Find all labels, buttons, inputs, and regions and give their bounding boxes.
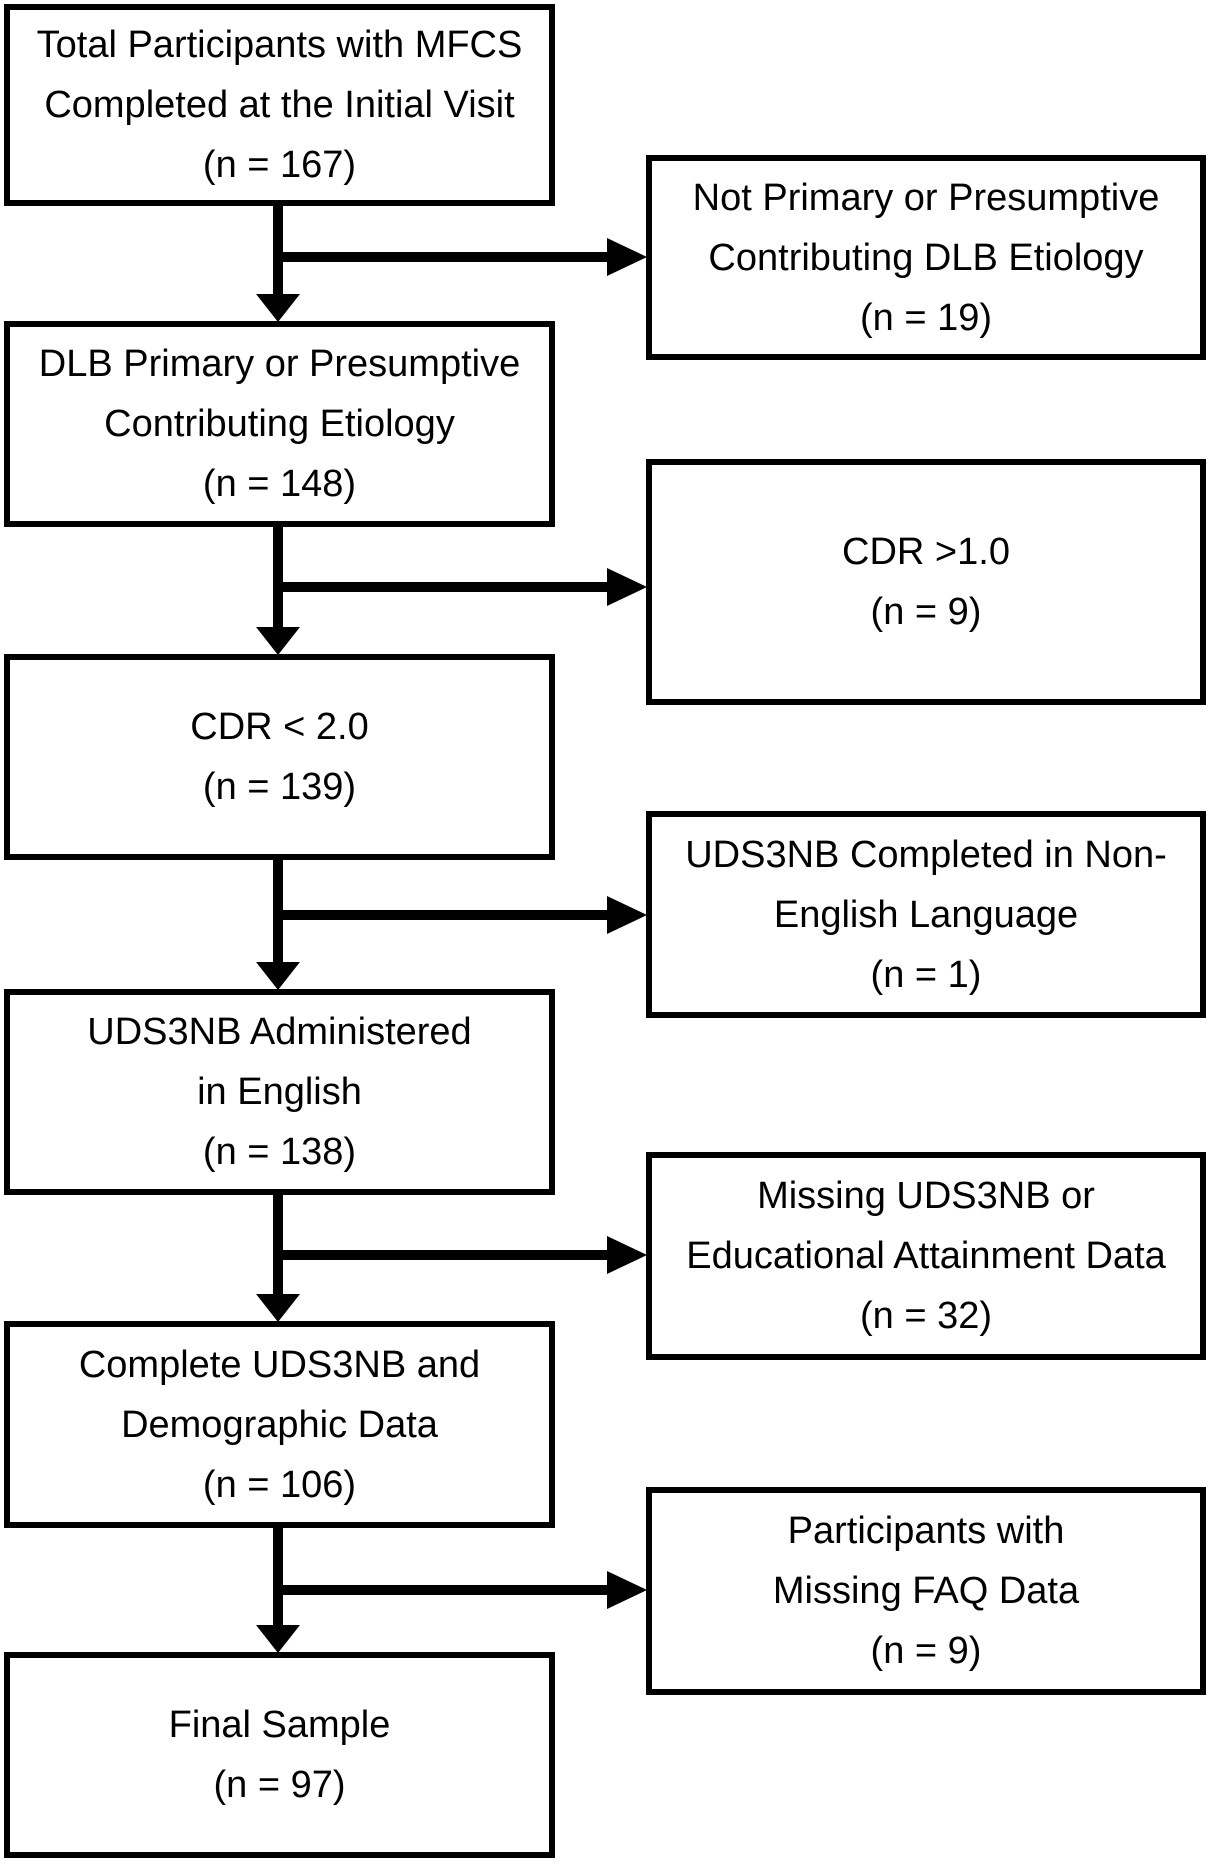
box-dlb-etiology: DLB Primary or Presumptive Contributing … [4, 321, 555, 527]
box-text-line: Complete UDS3NB and [78, 1343, 481, 1386]
box-text-line: English Language [773, 893, 1079, 936]
arrowhead-right-icon [607, 1236, 647, 1274]
arrowhead-right-icon [607, 568, 647, 606]
box-text-line: Participants with [787, 1510, 1065, 1552]
box-text-line: in English [197, 1071, 362, 1113]
box-n-label: (n = 1) [870, 953, 982, 996]
arrowhead-right-icon [607, 896, 647, 934]
box-n-label: (n = 138) [202, 1131, 357, 1173]
box-n-label: (n = 167) [202, 144, 357, 186]
box-text-line: CDR >1.0 [842, 531, 1010, 573]
box-n-label: (n = 106) [202, 1463, 357, 1506]
box-text-line: Educational Attainment Data [686, 1235, 1166, 1277]
box-excluded-missing-uds3nb: Missing UDS3NB or Educational Attainment… [646, 1152, 1206, 1360]
box-text-line: UDS3NB Administered [87, 1011, 472, 1053]
box-text-line: Completed at the Initial Visit [44, 84, 515, 126]
arrowhead-down-icon [256, 1625, 300, 1653]
box-uds3nb-english: UDS3NB Administered in English (n = 138) [4, 989, 555, 1195]
flow-arrow-shaft [273, 206, 283, 296]
box-text-line: DLB Primary or Presumptive [38, 343, 521, 385]
arrowhead-down-icon [256, 1294, 300, 1322]
box-n-label: (n = 9) [870, 591, 982, 633]
exclusion-arrow-shaft [278, 582, 608, 592]
box-n-label: (n = 32) [859, 1295, 993, 1337]
flow-arrow-shaft [273, 1528, 283, 1627]
exclusion-arrow-shaft [278, 252, 608, 262]
exclusion-arrow-shaft [278, 910, 608, 920]
box-text-line: CDR < 2.0 [190, 706, 369, 748]
box-total-participants: Total Participants with MFCS Completed a… [4, 4, 555, 206]
box-text-line: Final Sample [168, 1704, 391, 1746]
box-final-sample: Final Sample (n = 97) [4, 1652, 555, 1858]
arrowhead-down-icon [256, 962, 300, 990]
arrowhead-right-icon [607, 238, 647, 276]
box-text-line: Contributing Etiology [104, 403, 455, 445]
box-text-line: Total Participants with MFCS [36, 24, 523, 66]
box-text-line: Not Primary or Presumptive [692, 176, 1160, 219]
box-text-line: Demographic Data [121, 1403, 438, 1446]
box-n-label: (n = 9) [870, 1630, 982, 1672]
box-n-label: (n = 148) [202, 463, 357, 505]
box-excluded-missing-faq: Participants with Missing FAQ Data (n = … [646, 1487, 1206, 1695]
arrowhead-down-icon [256, 627, 300, 655]
exclusion-arrow-shaft [278, 1585, 608, 1595]
box-complete-data: Complete UDS3NB and Demographic Data (n … [4, 1321, 555, 1528]
flow-arrow-shaft [273, 527, 283, 629]
box-text-line: UDS3NB Completed in Non- [685, 833, 1167, 876]
box-text-line: Missing UDS3NB or [757, 1175, 1095, 1217]
box-n-label: (n = 19) [859, 296, 993, 339]
box-excluded-cdr-over-1: CDR >1.0 (n = 9) [646, 459, 1206, 705]
box-excluded-not-dlb: Not Primary or Presumptive Contributing … [646, 155, 1206, 360]
arrowhead-right-icon [607, 1571, 647, 1609]
box-excluded-non-english: UDS3NB Completed in Non- English Languag… [646, 811, 1206, 1018]
box-text-line: Missing FAQ Data [772, 1570, 1080, 1612]
box-n-label: (n = 139) [202, 766, 357, 808]
box-cdr-under-2: CDR < 2.0 (n = 139) [4, 654, 555, 860]
arrowhead-down-icon [256, 294, 300, 322]
exclusion-arrow-shaft [278, 1250, 608, 1260]
box-text-line: Contributing DLB Etiology [708, 236, 1144, 279]
flow-arrow-shaft [273, 1195, 283, 1296]
box-n-label: (n = 97) [213, 1764, 346, 1806]
